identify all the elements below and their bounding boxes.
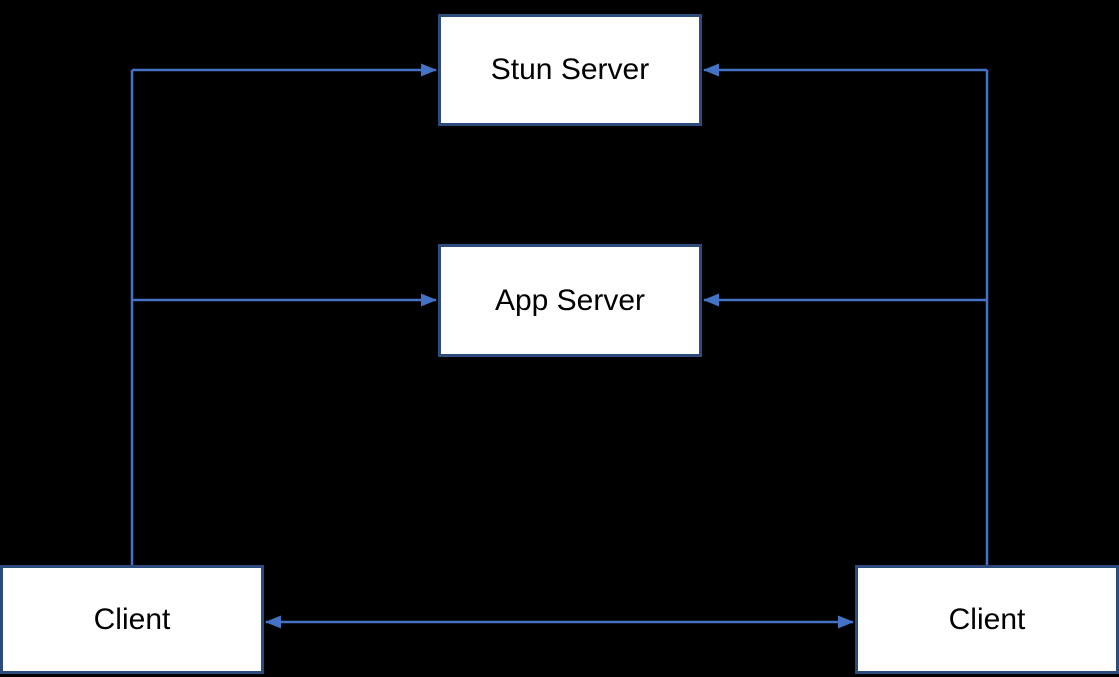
node-app-server-label: App Server [494,283,646,317]
node-client-right: Client [855,565,1119,674]
node-client-left-label: Client [93,602,171,636]
node-app-server: App Server [438,244,702,357]
node-stun-server: Stun Server [438,14,702,126]
node-stun-server-label: Stun Server [490,53,650,86]
node-client-right-label: Client [948,602,1026,636]
node-client-left: Client [0,565,264,674]
